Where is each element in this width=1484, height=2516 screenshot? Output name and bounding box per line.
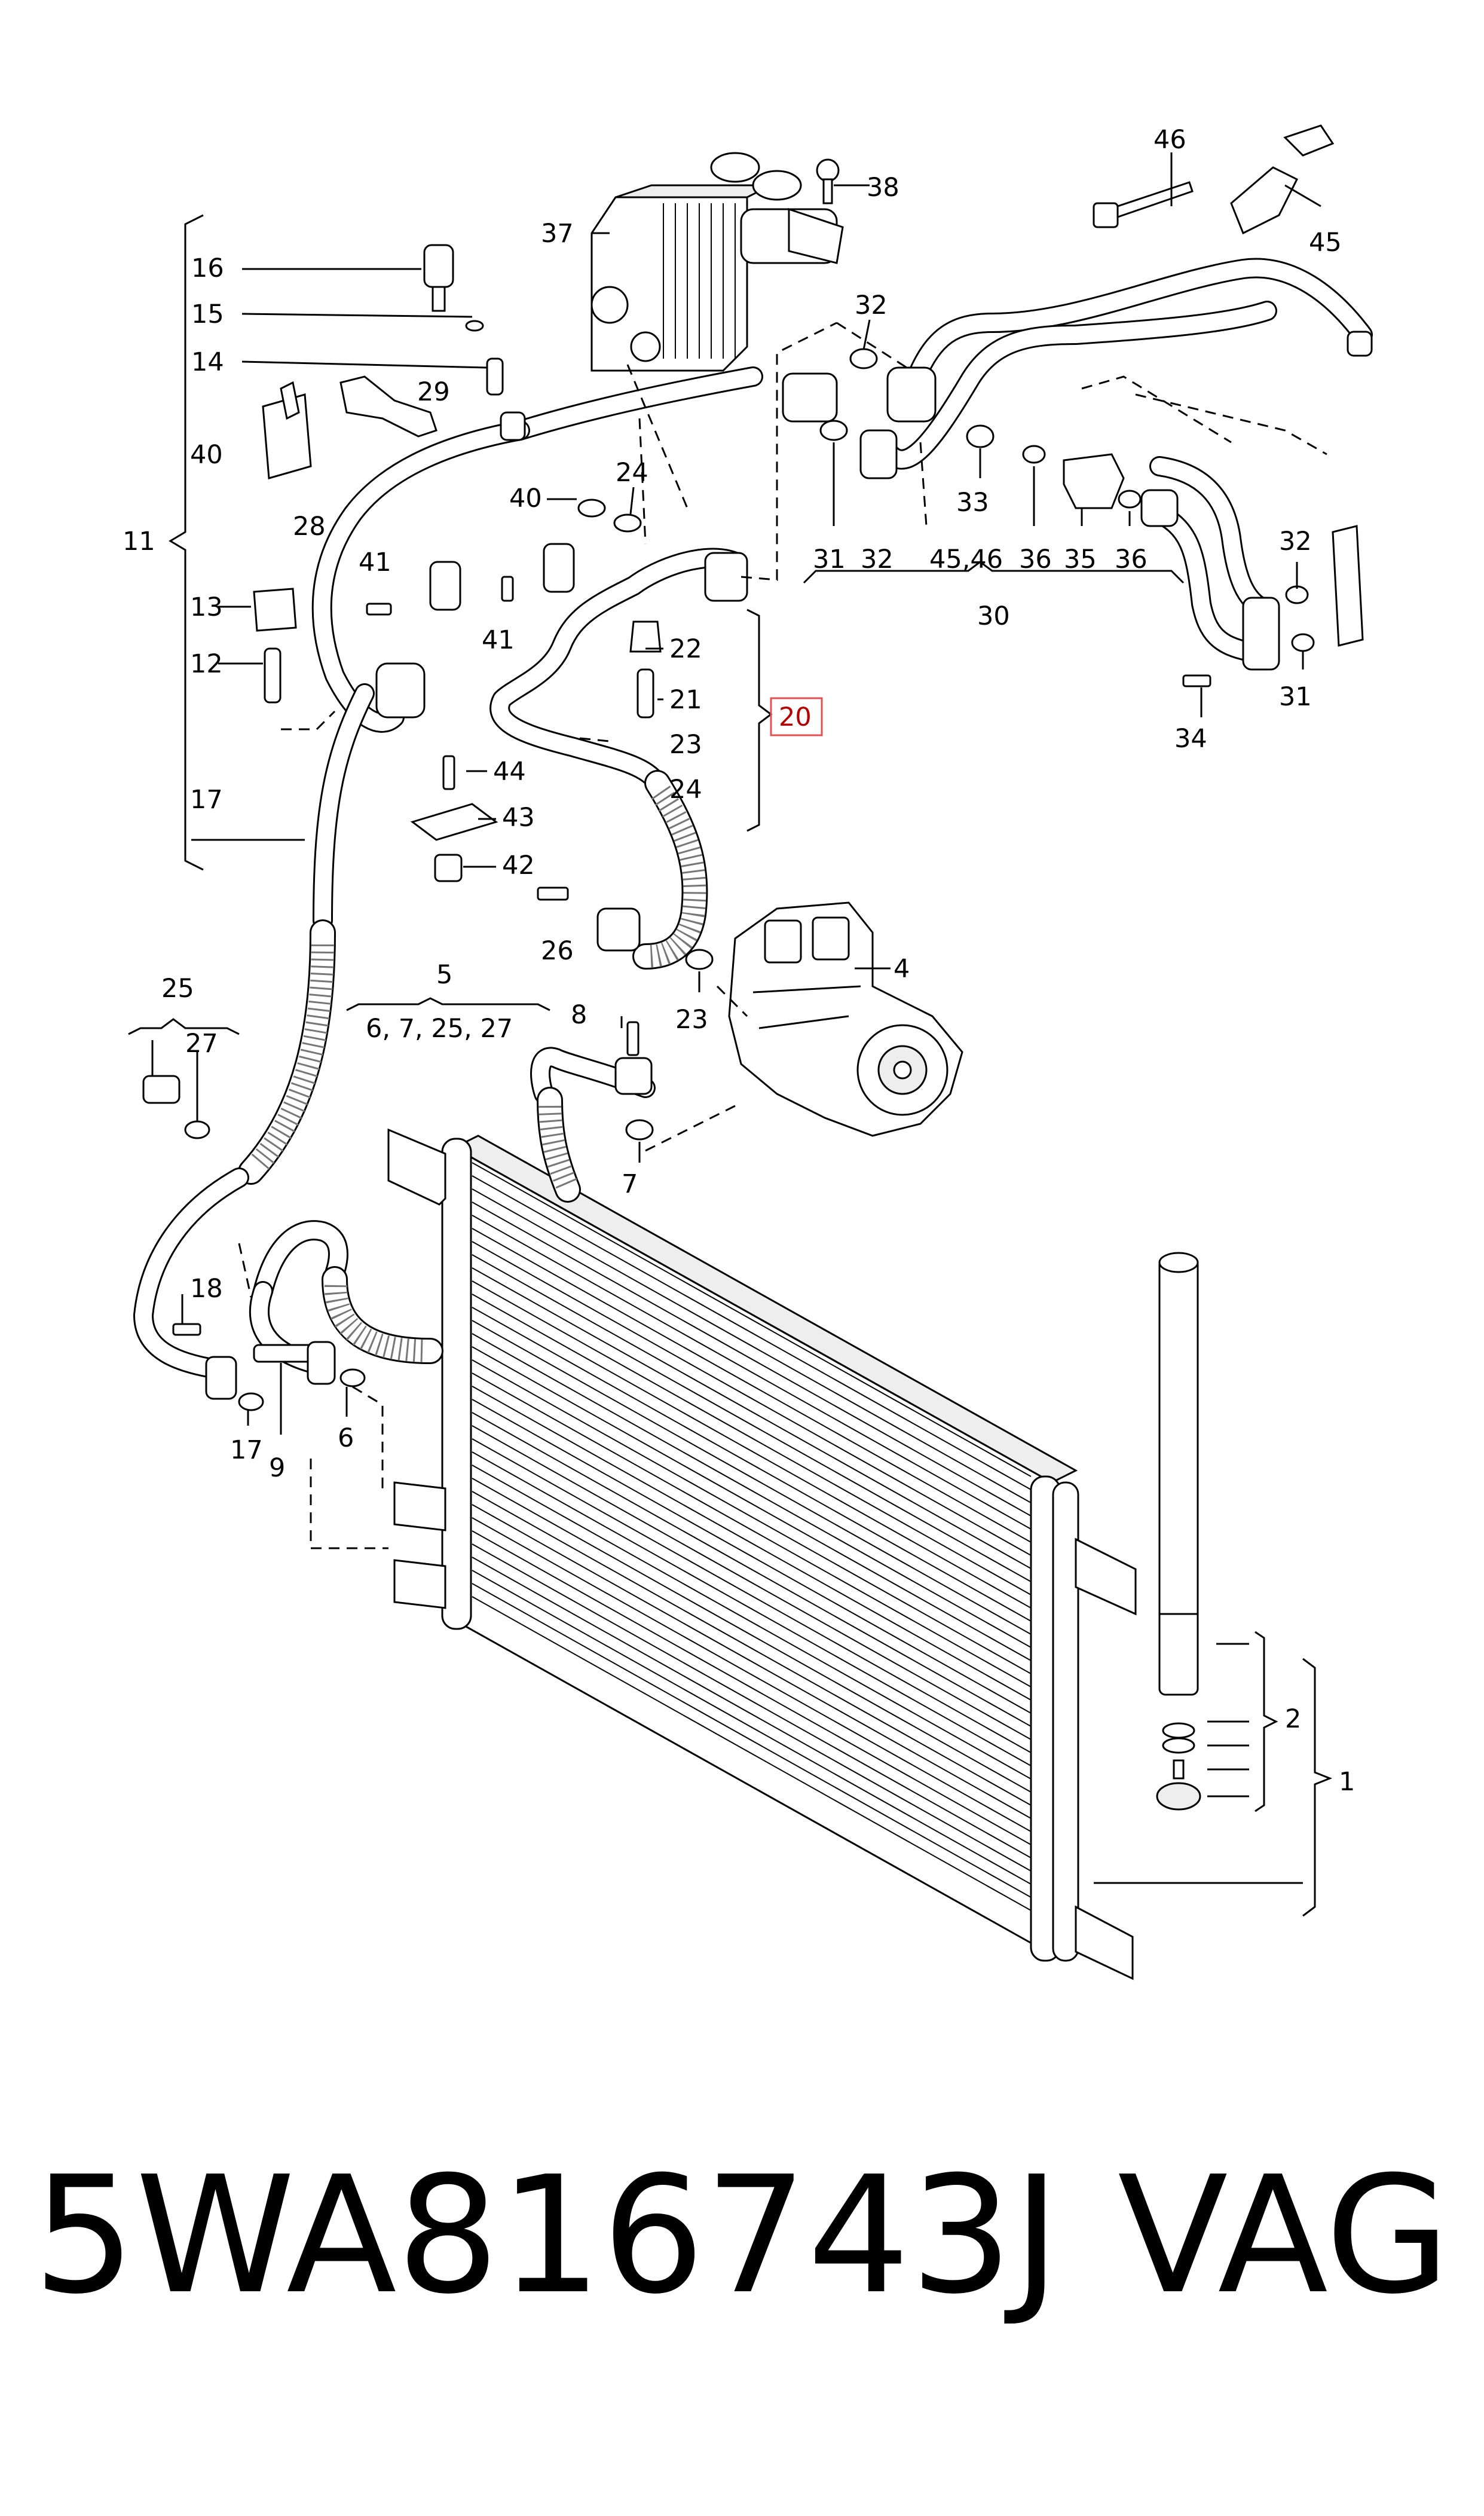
callout-32-right: 32 (1279, 527, 1312, 557)
callout-26: 26 (541, 936, 574, 966)
callout-32-top: 32 (855, 291, 888, 320)
callout-42: 42 (502, 851, 535, 881)
callout-32: 32 (861, 545, 894, 574)
callout-35: 35 (1064, 545, 1097, 574)
callout-34: 34 (1174, 724, 1207, 754)
callout-23: 23 (675, 1005, 708, 1035)
callout-36-b: 36 (1115, 545, 1148, 574)
callout-27: 27 (185, 1029, 218, 1059)
callout-24-top: 24 (616, 458, 648, 488)
callout-40-left: 40 (190, 440, 223, 470)
callout-16: 16 (191, 253, 224, 283)
callout-5: 5 (436, 960, 452, 990)
callout-17: 17 (230, 1435, 263, 1465)
callout-20-box (770, 697, 823, 736)
brand-name: VAG (1118, 2141, 1451, 2329)
small-parts (142, 124, 1373, 1411)
callout-20: 20 (779, 702, 812, 732)
callout-43: 43 (502, 803, 535, 833)
receiver-drier (1094, 1252, 1333, 1917)
callout-40: 40 (509, 484, 542, 513)
callout-45-46: 45,46 (929, 545, 1003, 574)
callout-31-right: 31 (1279, 682, 1312, 712)
callout-9: 9 (269, 1453, 285, 1483)
callout-13: 13 (190, 592, 223, 622)
callout-41: 41 (482, 625, 515, 655)
callout-33: 33 (956, 488, 989, 518)
callout-8: 8 (571, 1000, 587, 1030)
callout-2: 2 (1285, 1704, 1301, 1734)
callout-23-top: 23 (669, 730, 702, 760)
callout-22: 22 (669, 634, 702, 664)
callout-24: 24 (669, 775, 702, 805)
callout-31: 31 (813, 545, 846, 574)
callout-41-left: 41 (359, 548, 391, 577)
callout-30: 30 (977, 601, 1010, 631)
callout-11: 11 (123, 527, 155, 557)
callout-46: 46 (1153, 125, 1186, 155)
callout-21: 21 (669, 685, 702, 715)
callout-12: 12 (190, 649, 223, 679)
callout-7: 7 (622, 1169, 638, 1199)
callout-6: 6 (338, 1423, 354, 1453)
callout-28: 28 (293, 512, 326, 542)
oil-cooler (590, 152, 844, 372)
callout-36-a: 36 (1019, 545, 1052, 574)
callout-14: 14 (191, 347, 224, 377)
leader-lines (128, 152, 1327, 1549)
callout-45: 45 (1309, 228, 1342, 258)
condenser-radiator (387, 1128, 1137, 1980)
callout-18: 18 (190, 1274, 223, 1304)
callout-29: 29 (417, 377, 450, 407)
refrigerant-lines (133, 258, 1373, 1379)
callout-labels: 16 15 14 29 40 28 11 40 24 41 41 13 12 1… (123, 125, 1355, 1797)
callout-37: 37 (541, 219, 574, 249)
callout-6-7-25-27: 6, 7, 25, 27 (366, 1014, 513, 1044)
callout-4: 4 (894, 954, 910, 984)
part-number: 5WA816743J (33, 2141, 1061, 2329)
callout-15: 15 (191, 299, 224, 329)
callout-38: 38 (867, 173, 899, 203)
callout-17-left: 17 (190, 785, 223, 815)
callout-25: 25 (161, 974, 194, 1004)
ac-compressor (728, 901, 963, 1137)
callout-1: 1 (1339, 1767, 1355, 1797)
callout-44: 44 (493, 757, 526, 787)
